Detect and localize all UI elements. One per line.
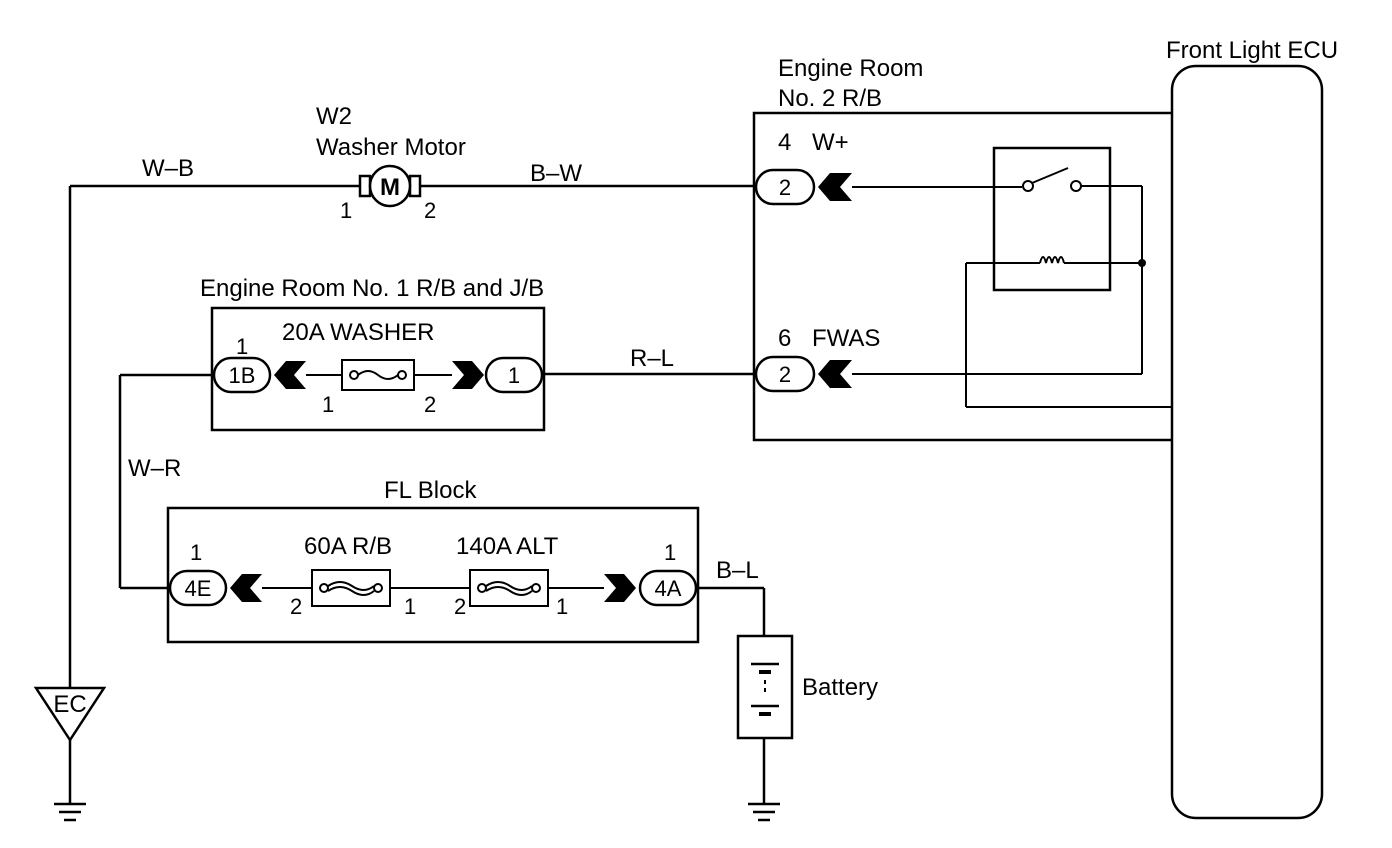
rb1-connector-left-label: 1B (229, 363, 256, 388)
rb1-fuse-label: 20A WASHER (282, 319, 435, 346)
fuse-140a-pin-left: 2 (454, 594, 466, 619)
rb1-connector-right-arrow (452, 361, 484, 389)
washer-motor-pin-left: 1 (340, 198, 352, 223)
washer-motor-label: Washer Motor (316, 134, 466, 161)
battery-ground-icon (748, 802, 780, 822)
rb1-conn-left-pin: 1 (236, 334, 248, 359)
fl-block-label: FL Block (384, 477, 477, 504)
front-light-ecu: Front Light ECU (1166, 37, 1338, 820)
fuse-20a-end-left (349, 370, 359, 380)
fl-block-box (166, 506, 700, 644)
fl-conn-left-pin: 1 (190, 540, 202, 565)
ecu-body (1170, 64, 1324, 820)
battery-box (736, 634, 794, 740)
wire-w-b-label: W–B (142, 155, 194, 182)
wire-w-r-label: W–R (128, 455, 181, 482)
relay-contact-right (1070, 180, 1082, 192)
fuse-60a-end-right (373, 583, 383, 593)
wire-b-l-label: B–L (716, 557, 759, 584)
washer-motor-id: W2 (316, 103, 352, 130)
fuse-60a-end-left (319, 583, 329, 593)
fl-connector-4e-arrow (230, 574, 262, 602)
rb1-connector-right-label: 1 (508, 363, 520, 388)
relay (852, 146, 1172, 408)
relay-switch-arm (1031, 167, 1069, 184)
washer-motor-left-terminal (358, 174, 372, 198)
fuse-140a-end-right (531, 583, 541, 593)
rb2-box (752, 111, 1172, 442)
relay-coil (1039, 256, 1065, 264)
fuse-20a-element (357, 370, 399, 380)
rb2-connector-top-arrow (818, 173, 852, 201)
fuse-60a-pin-left: 2 (290, 594, 302, 619)
fuse-140a-element (485, 581, 533, 596)
washer-motor: W2 Washer Motor M 1 2 (316, 103, 466, 223)
rb2-label-line1: Engine Room (778, 55, 923, 82)
ground-icon (54, 802, 86, 822)
ground-point-label: EC (53, 691, 86, 718)
wire-b-w-label: B–W (530, 160, 582, 187)
fl-block: FL Block 60A R/B 140A ALT 1 4E 2 1 2 1 1… (166, 477, 700, 644)
fuse-140a-label: 140A ALT (456, 533, 559, 560)
rb2-fwas-pin-number: 6 (778, 325, 791, 352)
engine-room-rb2: Engine Room No. 2 R/B 4 W+ 2 6 FWAS 2 (752, 55, 1172, 442)
relay-contact-left (1022, 180, 1034, 192)
fl-connector-4a-arrow (604, 574, 636, 602)
washer-motor-symbol (368, 164, 412, 208)
ground-point-ec: EC (33, 686, 107, 822)
fuse-140a-end-left (477, 583, 487, 593)
battery: Battery (736, 634, 878, 822)
rb1-fuse-pin-left: 1 (322, 392, 334, 417)
rb2-w-plus-pin-number: 4 (778, 129, 791, 156)
rb1-connector-left-arrow (274, 361, 306, 389)
fuse-140a-pin-right: 1 (556, 594, 568, 619)
ecu-label: Front Light ECU (1166, 37, 1338, 64)
fl-connector-4a-label: 4A (655, 576, 682, 601)
rb1-box (210, 306, 546, 432)
battery-label: Battery (802, 674, 878, 701)
wire-r-l-label: R–L (630, 345, 674, 372)
ground-triangle (33, 686, 107, 743)
rb2-connector-bottom-label: 2 (779, 362, 791, 387)
rb2-label-line2: No. 2 R/B (778, 85, 882, 112)
rb2-connector-bottom-arrow (818, 360, 852, 388)
fl-connector-4e-label: 4E (185, 576, 212, 601)
washer-motor-right-terminal (408, 174, 422, 198)
fuse-60a-label: 60A R/B (304, 533, 392, 560)
engine-room-rb1: Engine Room No. 1 R/B and J/B 20A WASHER… (200, 275, 546, 432)
relay-box (992, 146, 1112, 292)
rb2-fwas-pin-name: FWAS (812, 325, 880, 352)
fl-conn-right-pin: 1 (664, 540, 676, 565)
washer-motor-m-label: M (380, 174, 400, 201)
rb2-w-plus-pin-name: W+ (812, 129, 849, 156)
fuse-60a-element (327, 581, 375, 596)
rb1-label: Engine Room No. 1 R/B and J/B (200, 275, 544, 302)
rb2-connector-top-label: 2 (779, 175, 791, 200)
rb1-fuse-pin-right: 2 (424, 392, 436, 417)
fl-connector-4e (168, 569, 228, 607)
washer-motor-pin-right: 2 (424, 198, 436, 223)
fuse-20a-end-right (397, 370, 407, 380)
fuse-60a-pin-right: 1 (404, 594, 416, 619)
